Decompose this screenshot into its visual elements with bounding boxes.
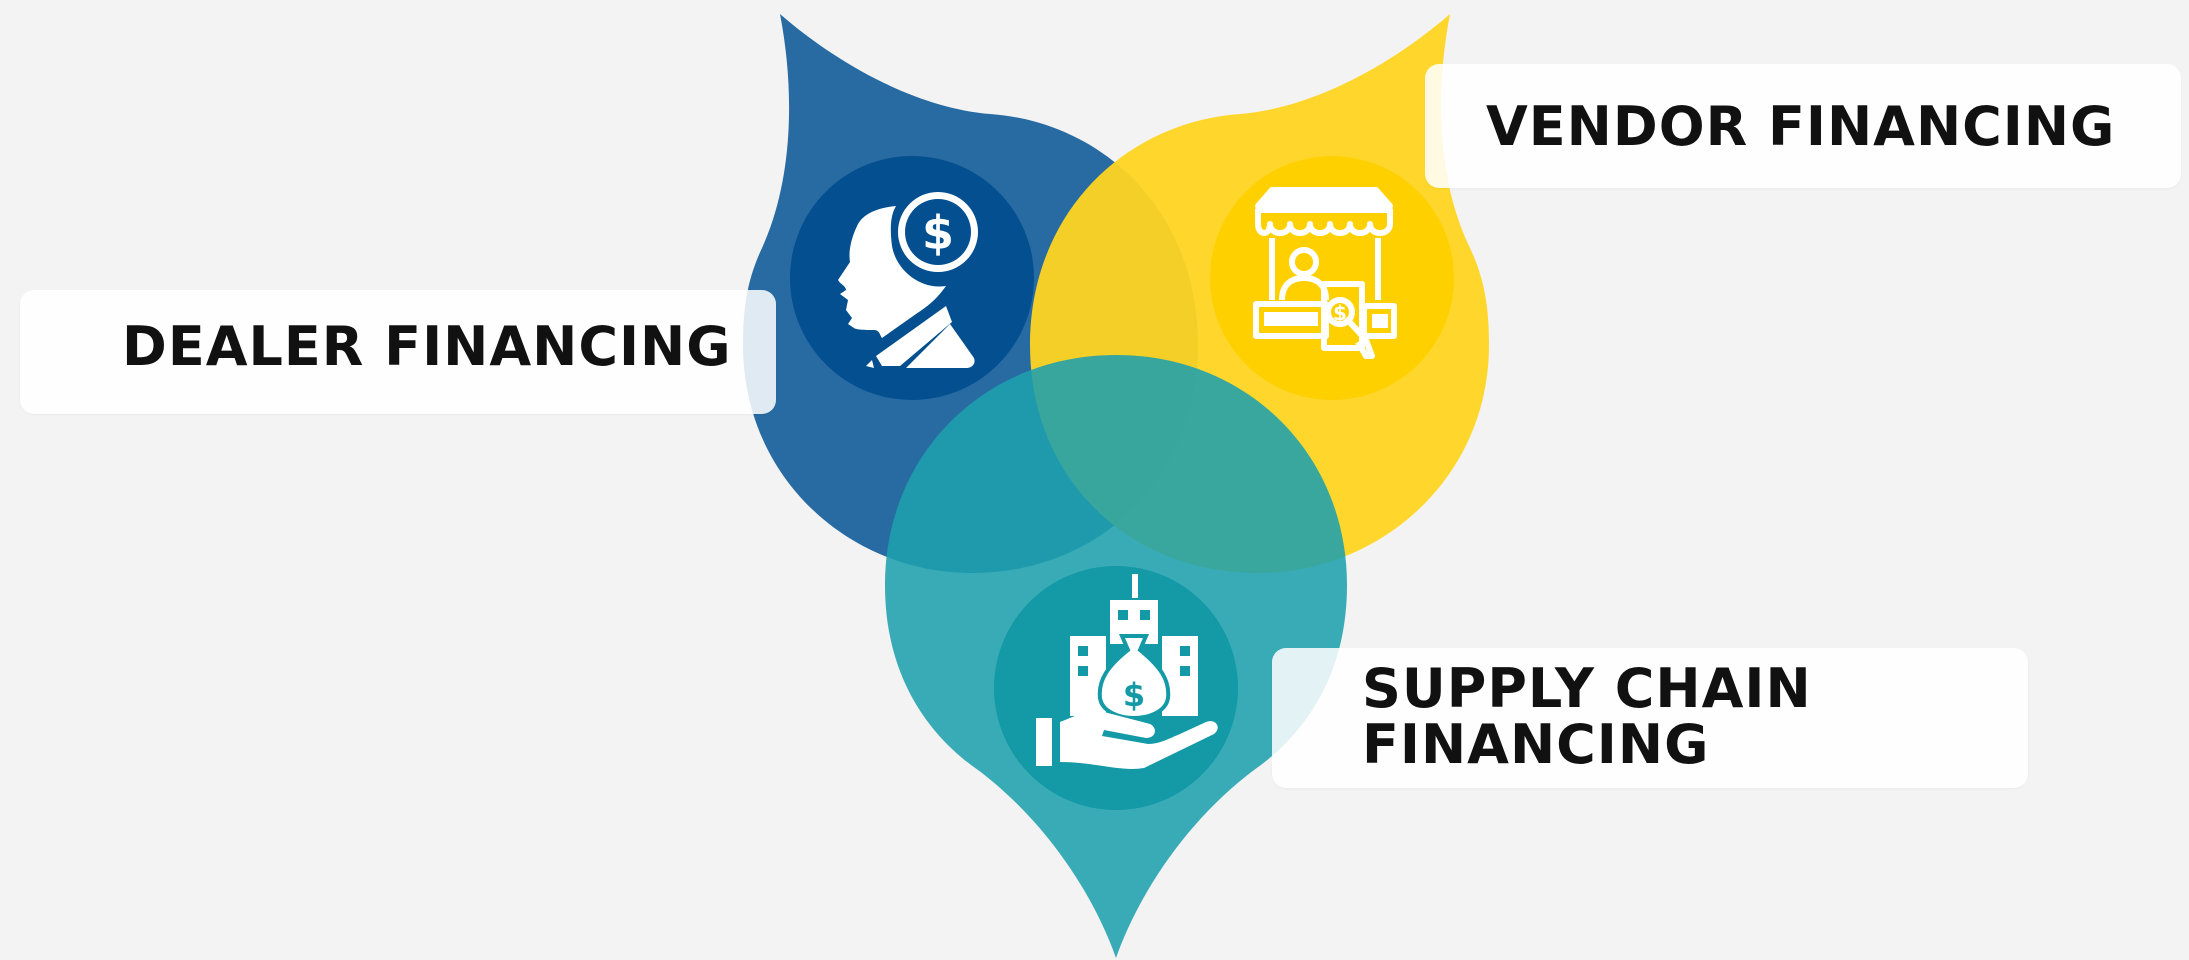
svg-text:$: $ [922, 206, 954, 260]
head-with-dollar-coin-icon: $ [838, 192, 978, 368]
supply-chain-label-line1: SUPPLY CHAIN [1362, 657, 1812, 720]
svg-text:$: $ [1123, 676, 1145, 714]
hand-holding-money-bag-city-icon: $ [1036, 574, 1218, 769]
dealer-label-box [20, 290, 776, 414]
market-stall-vendor-icon: $ [1253, 187, 1397, 359]
vendor-financing-label: VENDOR FINANCING [1486, 95, 2116, 158]
supply-chain-label-line2: FINANCING [1362, 713, 1710, 776]
svg-text:$: $ [1333, 301, 1347, 325]
supply-chain-label-box [1272, 648, 2028, 788]
vendor-label-box [1425, 64, 2181, 188]
dealer-financing-label: DEALER FINANCING [122, 315, 732, 378]
